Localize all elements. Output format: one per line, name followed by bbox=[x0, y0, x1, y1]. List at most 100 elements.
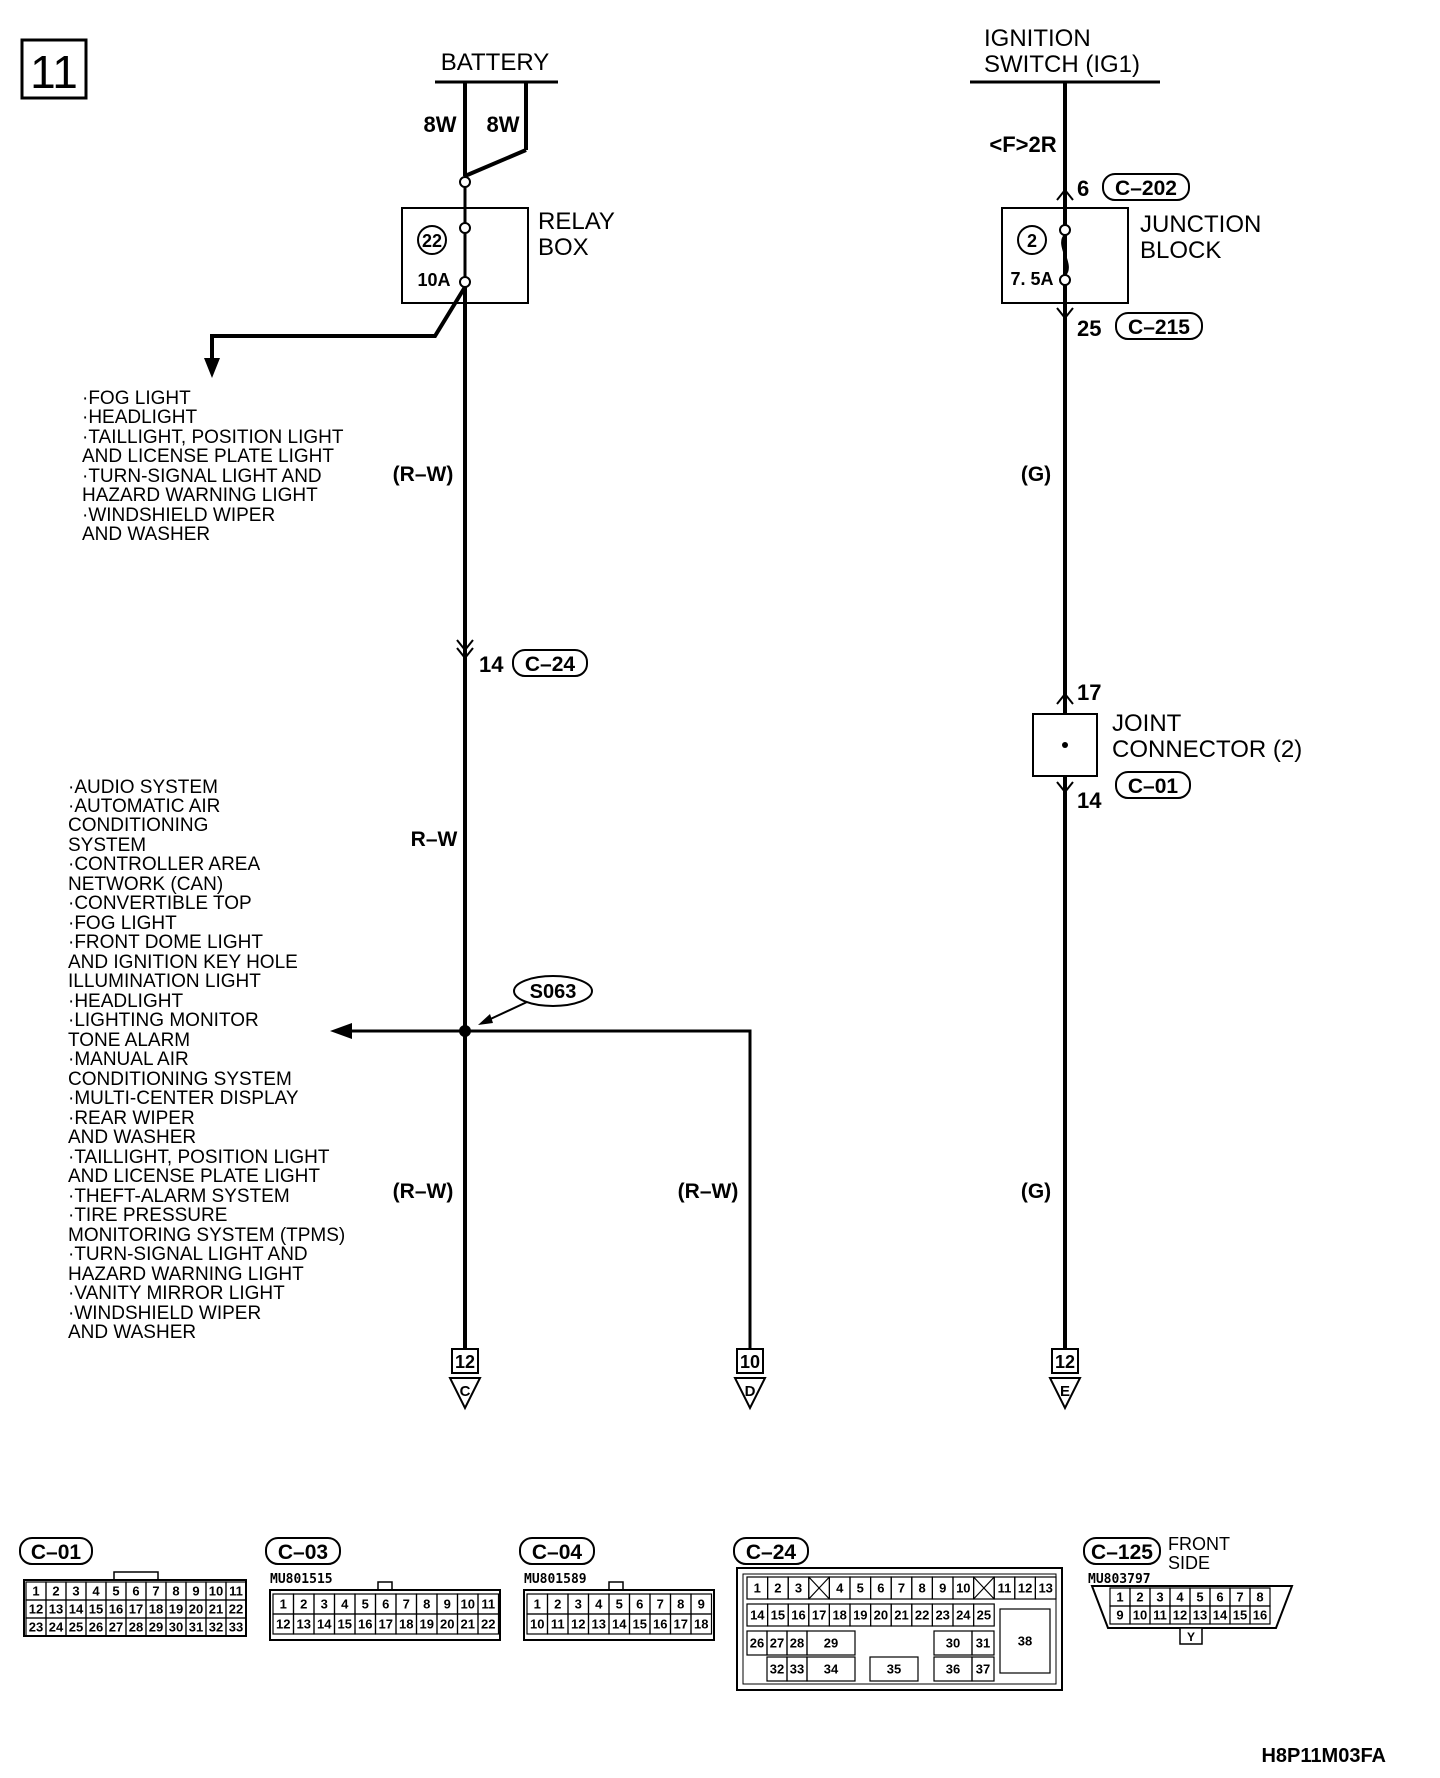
pin-label: 17 bbox=[379, 1617, 393, 1632]
pin-label: 29 bbox=[149, 1620, 163, 1635]
svg-text:D: D bbox=[745, 1383, 756, 1400]
pin-label: 13 bbox=[1193, 1608, 1207, 1623]
c215-name: C–215 bbox=[1128, 316, 1190, 339]
pin-label: 12 bbox=[276, 1617, 290, 1632]
pin-label: 4 bbox=[341, 1597, 349, 1612]
battery-label: BATTERY bbox=[441, 49, 549, 76]
pin-label: 27 bbox=[770, 1636, 784, 1651]
ignition-wire-size: <F>2R bbox=[989, 132, 1056, 157]
pin-label: 11 bbox=[481, 1597, 495, 1612]
pin-label: 6 bbox=[1216, 1590, 1223, 1605]
legend-c01-tag bbox=[19, 1537, 93, 1565]
legend-c03-tag bbox=[265, 1537, 341, 1565]
pin-label: 21 bbox=[461, 1617, 475, 1632]
pin-label: 15 bbox=[338, 1617, 352, 1632]
pin-label: 9 bbox=[698, 1597, 705, 1612]
terminal-e: 12 E bbox=[1048, 1348, 1082, 1411]
pin-label: 10 bbox=[956, 1581, 970, 1596]
legend-c04-tag bbox=[519, 1537, 595, 1565]
pin-label: 21 bbox=[209, 1602, 223, 1617]
pin-label: 5 bbox=[616, 1597, 623, 1612]
splice-dot bbox=[459, 1025, 471, 1037]
junction-block-label-1: JUNCTION bbox=[1140, 211, 1261, 238]
svg-text:12: 12 bbox=[455, 1352, 475, 1372]
ignition-label-2: SWITCH (IG1) bbox=[984, 51, 1140, 78]
legend-c04-name: C–04 bbox=[532, 1541, 583, 1564]
legend-c24-name: C–24 bbox=[746, 1541, 797, 1564]
legend-c01-name: C–01 bbox=[31, 1541, 82, 1564]
pin-label: 20 bbox=[440, 1617, 454, 1632]
pin-label: 2 bbox=[1136, 1590, 1143, 1605]
pin-label: 22 bbox=[229, 1602, 243, 1617]
pin-label: 1 bbox=[1116, 1590, 1123, 1605]
c24-pin: 14 bbox=[479, 652, 504, 677]
connector-marker-c202 bbox=[1056, 188, 1074, 201]
pin-label: 10 bbox=[461, 1597, 475, 1612]
splice-tag bbox=[513, 975, 593, 1007]
joint-label-1: JOINT bbox=[1112, 710, 1182, 737]
pin-label: 12 bbox=[1018, 1581, 1032, 1596]
pin-label: 10 bbox=[1133, 1608, 1147, 1623]
pin-label: 22 bbox=[481, 1617, 495, 1632]
fuse-rating: 10A bbox=[417, 270, 450, 290]
pin-label: 38 bbox=[1018, 1634, 1032, 1649]
pin-label: 6 bbox=[636, 1597, 643, 1612]
pin-label: 25 bbox=[69, 1620, 83, 1635]
pin-label: 6 bbox=[132, 1584, 139, 1599]
pin-label: 1 bbox=[280, 1597, 287, 1612]
c24-name: C–24 bbox=[525, 653, 576, 676]
joint-pin-top: 17 bbox=[1077, 680, 1101, 705]
pin-label: 7 bbox=[403, 1597, 410, 1612]
pin-label: 3 bbox=[321, 1597, 328, 1612]
pin-label: 13 bbox=[49, 1602, 63, 1617]
pin-label: 5 bbox=[1196, 1590, 1203, 1605]
pin-label: 18 bbox=[694, 1617, 708, 1632]
pin-label: 15 bbox=[1233, 1608, 1247, 1623]
connector-marker-c215 bbox=[1056, 307, 1074, 320]
wire-color-rw-lower-left: (R–W) bbox=[393, 1180, 454, 1203]
pin-label: 6 bbox=[877, 1581, 884, 1596]
ignition-label-1: IGNITION bbox=[984, 25, 1091, 52]
pin-label: 16 bbox=[653, 1617, 667, 1632]
pin-label: 10 bbox=[530, 1617, 544, 1632]
pin-label: 11 bbox=[1153, 1608, 1167, 1623]
pin-label: 12 bbox=[571, 1617, 585, 1632]
c24-tag bbox=[512, 649, 588, 677]
pin-label: 19 bbox=[420, 1617, 434, 1632]
legend-c125-name: C–125 bbox=[1091, 1541, 1153, 1564]
pin-label: 9 bbox=[1116, 1608, 1123, 1623]
pin-label: 21 bbox=[894, 1608, 908, 1623]
svg-text:12: 12 bbox=[1055, 1352, 1075, 1372]
pin-label: 2 bbox=[300, 1597, 307, 1612]
pin-cell bbox=[869, 1656, 919, 1682]
pin-label: 32 bbox=[209, 1620, 223, 1635]
wire-size-left: 8W bbox=[424, 112, 457, 137]
pin-label: 13 bbox=[297, 1617, 311, 1632]
pin-cell bbox=[1034, 1576, 1057, 1600]
wire-color-g-upper: (G) bbox=[1021, 463, 1051, 486]
pin-label: 18 bbox=[149, 1602, 163, 1617]
pin-label: 29 bbox=[824, 1636, 838, 1651]
terminal-c: 12 C bbox=[448, 1348, 482, 1411]
pin-label: 9 bbox=[939, 1581, 946, 1596]
wire-color-rw-mid: R–W bbox=[411, 828, 458, 851]
wire-color-g-lower: (G) bbox=[1021, 1180, 1051, 1203]
figure-code: H8P11M03FA bbox=[1261, 1745, 1386, 1767]
pin-label: 7 bbox=[898, 1581, 905, 1596]
pin-label: 5 bbox=[857, 1581, 864, 1596]
pin-label: 17 bbox=[812, 1608, 826, 1623]
pin-label: 14 bbox=[1213, 1608, 1228, 1623]
pin-label: 15 bbox=[771, 1608, 785, 1623]
pin-label: 30 bbox=[169, 1620, 183, 1635]
pin-label: 1 bbox=[32, 1584, 39, 1599]
splice-name: S063 bbox=[530, 981, 577, 1003]
pin-cell bbox=[971, 1630, 995, 1656]
pin-label: 35 bbox=[887, 1662, 901, 1677]
legend-c03-name: C–03 bbox=[278, 1541, 328, 1564]
pin-label: 4 bbox=[595, 1597, 603, 1612]
pin-cell bbox=[971, 1656, 995, 1682]
legend-c125-side-2: SIDE bbox=[1168, 1553, 1210, 1573]
pin-label: 8 bbox=[172, 1584, 179, 1599]
pin-label: 30 bbox=[946, 1636, 960, 1651]
